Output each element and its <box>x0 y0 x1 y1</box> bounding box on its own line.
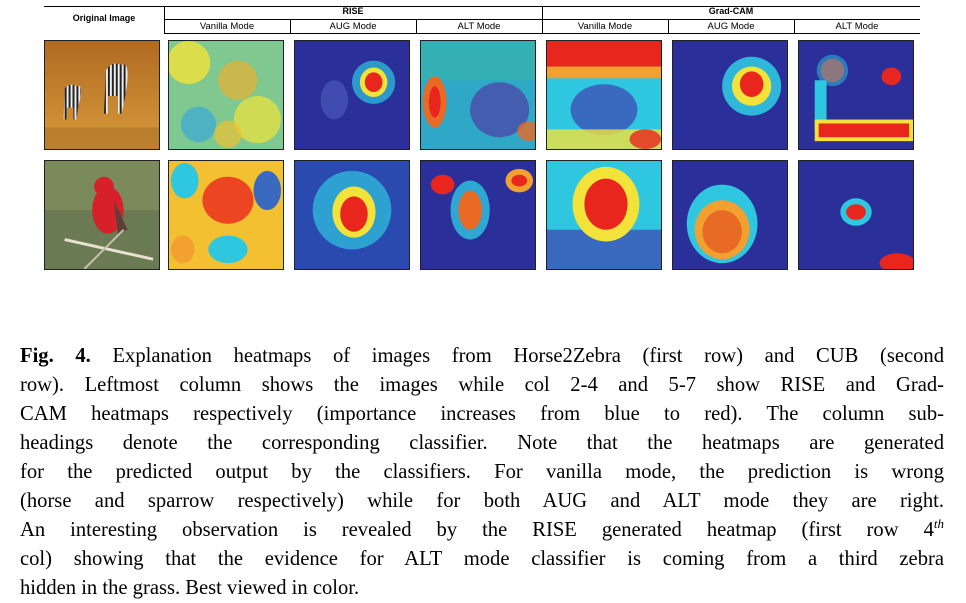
caption-text: An interesting observation is revealed b… <box>20 519 934 541</box>
zebra-gradcam-vanilla-heatmap <box>546 40 662 150</box>
caption-superscript: th <box>933 516 944 531</box>
bird-gradcam-alt-heatmap <box>798 160 914 270</box>
caption-line: hidden in the grass. Best viewed in colo… <box>20 577 360 599</box>
bird-gradcam-aug-heatmap <box>672 160 788 270</box>
subheading-rise-vanilla: Vanilla Mode <box>199 21 255 32</box>
zebra-rise-alt-heatmap <box>420 40 536 150</box>
bird-gradcam-vanilla-heatmap <box>546 160 662 270</box>
zebra-rise-aug-heatmap <box>294 40 410 150</box>
subheading-gradcam-vanilla: Vanilla Mode <box>577 21 633 32</box>
header-top-rule <box>44 6 920 7</box>
figure-label: Fig. 4. <box>20 345 91 367</box>
subheading-gradcam-aug: AUG Mode <box>707 21 755 32</box>
caption-line: An interesting observation is revealed b… <box>20 516 944 545</box>
figure-caption: Fig. 4. Explanation heatmaps of images f… <box>20 342 944 603</box>
original-image-heading: Original Image <box>72 13 136 23</box>
zebra-original-image <box>44 40 160 150</box>
header-divider <box>290 19 291 34</box>
gradcam-group-heading: Grad-CAM <box>708 6 754 16</box>
caption-line: col) showing that the evidence for ALT m… <box>20 548 944 570</box>
rise-group-heading: RISE <box>342 6 364 16</box>
header-bottom-rule <box>164 33 920 34</box>
zebra-gradcam-alt-heatmap <box>798 40 914 150</box>
subheading-rise-alt: ALT Mode <box>457 21 501 32</box>
header-divider <box>164 6 165 34</box>
caption-line: for the predicted output by the classifi… <box>20 461 944 483</box>
subheading-gradcam-alt: ALT Mode <box>835 21 879 32</box>
header-divider <box>542 6 543 34</box>
caption-line: CAM heatmaps respectively (importance in… <box>20 403 944 425</box>
zebra-gradcam-aug-heatmap <box>672 40 788 150</box>
figure-header: Original Image RISE Grad-CAM Vanilla Mod… <box>0 0 966 36</box>
header-divider <box>668 19 669 34</box>
header-divider <box>416 19 417 34</box>
caption-line: Fig. 4. Explanation heatmaps of images f… <box>20 342 944 371</box>
bird-rise-vanilla-heatmap <box>168 160 284 270</box>
header-divider <box>794 19 795 34</box>
bird-rise-alt-heatmap <box>420 160 536 270</box>
caption-line: row). Leftmost column shows the images w… <box>20 374 944 396</box>
caption-line: (horse and sparrow respectively) while f… <box>20 490 944 512</box>
caption-line: headings denote the corresponding classi… <box>20 432 944 454</box>
subheading-rise-aug: AUG Mode <box>329 21 377 32</box>
bird-original-image <box>44 160 160 270</box>
bird-rise-aug-heatmap <box>294 160 410 270</box>
zebra-rise-vanilla-heatmap <box>168 40 284 150</box>
caption-text: Explanation heatmaps of images from Hors… <box>90 345 945 367</box>
